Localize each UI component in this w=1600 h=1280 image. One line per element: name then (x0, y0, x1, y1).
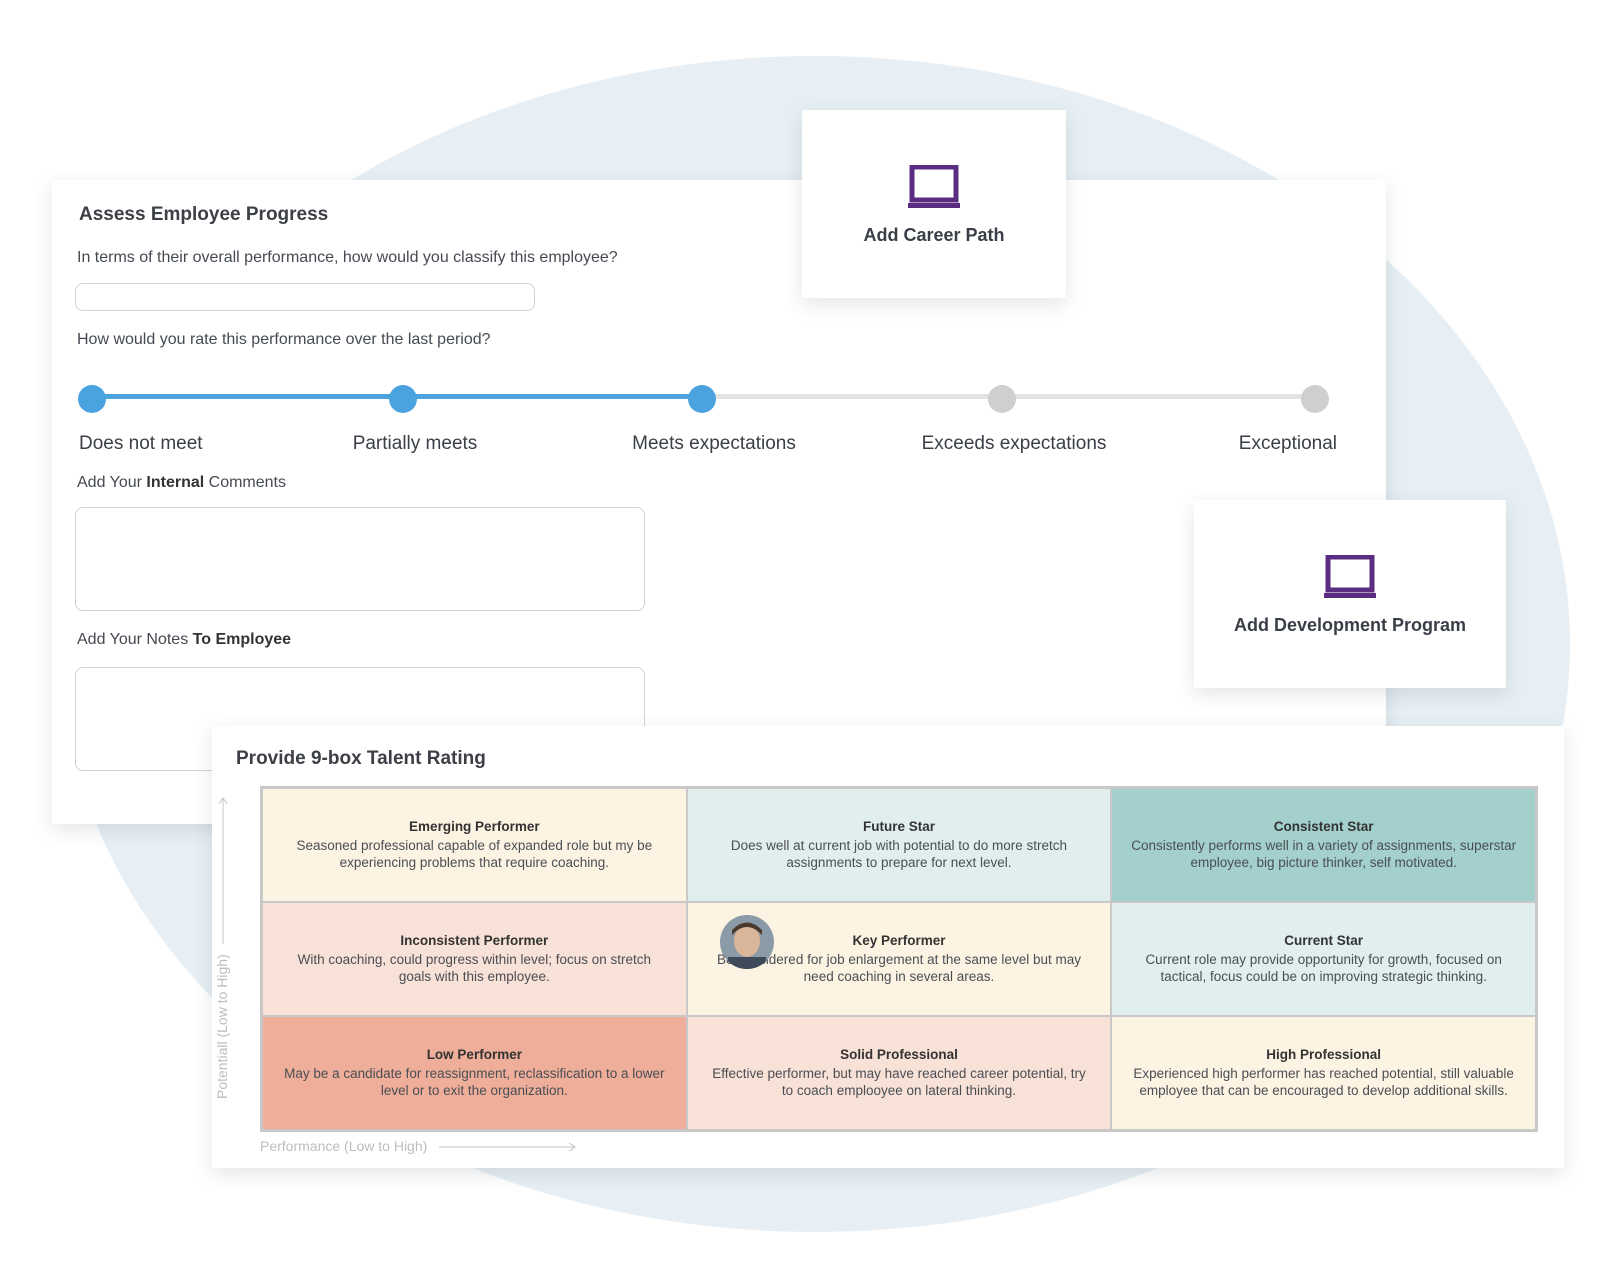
career-path-label: Add Career Path (863, 225, 1005, 245)
classification-question: In terms of their overall performance, h… (77, 249, 618, 266)
rating-dot[interactable] (988, 385, 1016, 413)
ninebox-cell-title: Current Star (1284, 932, 1364, 948)
ninebox-cell-title: Inconsistent Performer (400, 932, 549, 948)
ninebox-card: Provide 9-box Talent Rating Potentiall (… (212, 726, 1564, 1168)
employee-notes-label: Add Your Notes To Employee (77, 631, 292, 648)
rating-option-label[interactable]: Exceptional (1238, 433, 1337, 454)
ninebox-cell-title: Consistent Star (1273, 818, 1374, 834)
rating-dot[interactable] (78, 385, 106, 413)
rating-dot[interactable] (688, 385, 716, 413)
ninebox-cell-description: Experienced high performer has reached p… (1133, 1065, 1514, 1099)
ninebox-cell-title: Future Star (862, 818, 935, 834)
rating-question: How would you rate this performance over… (77, 331, 491, 348)
laptop-icon (908, 165, 960, 208)
ninebox-cell-description: Seasoned professional capable of expande… (296, 837, 653, 871)
laptop-icon (1324, 555, 1376, 598)
ninebox-cell-title: Key Performer (852, 932, 946, 948)
rating-dot[interactable] (1301, 385, 1329, 413)
ninebox-cell-description: Does well at current job with potential … (730, 837, 1068, 871)
ninebox-cell-description: Consistently performs well in a variety … (1131, 837, 1517, 871)
y-axis-label: Potentiall (Low to High) (214, 797, 230, 1099)
add-development-program-button[interactable]: Add Development Program (1194, 500, 1506, 688)
ninebox-cell-description: Effective performer, but may have reache… (712, 1065, 1086, 1099)
performance-rating-slider[interactable]: Does not meet Partially meets Meets expect… (77, 385, 1337, 475)
ninebox-cell-title: Emerging Performer (409, 818, 540, 834)
x-axis-arrow (439, 1142, 577, 1152)
rating-option-label[interactable]: Partially meets (352, 433, 478, 454)
internal-comments-label: Add Your Internal Comments (77, 474, 286, 491)
ninebox-cell-description: May be a candidate for reassignment, rec… (284, 1065, 665, 1099)
assess-employee-card: Assess Employee Progress In terms of the… (52, 180, 1386, 824)
ninebox-cell-description: With coaching, could progress within lev… (297, 951, 652, 985)
rating-option-label[interactable]: Exceeds expectations (921, 433, 1107, 454)
x-axis-label: Performance (Low to High) (260, 1138, 579, 1154)
employee-avatar (719, 915, 774, 969)
rating-dot[interactable] (389, 385, 417, 413)
ninebox-cell-title: Solid Professional (840, 1046, 958, 1062)
internal-comments-textarea[interactable] (75, 507, 645, 611)
ninebox-cell-description: Be considered for job enlargement at the… (717, 951, 1081, 985)
development-program-label: Add Development Program (1233, 615, 1467, 635)
add-career-path-button[interactable]: Add Career Path (802, 110, 1066, 298)
ninebox-cell-description: Current role may provide opportunity for… (1145, 951, 1502, 985)
y-axis-arrow (218, 797, 228, 945)
ninebox-cell[interactable]: Key Performer Be considered for job enlar… (686, 902, 1112, 1016)
ninebox-title: Provide 9-box Talent Rating (236, 748, 486, 769)
ninebox-cell-title: High Professional (1266, 1046, 1382, 1062)
classification-input[interactable] (75, 283, 535, 311)
rating-option-label[interactable]: Does not meet (79, 433, 203, 454)
ninebox-cell-title: Low Performer (426, 1046, 522, 1062)
rating-option-label[interactable]: Meets expectations (632, 433, 796, 454)
assess-title: Assess Employee Progress (79, 204, 329, 225)
